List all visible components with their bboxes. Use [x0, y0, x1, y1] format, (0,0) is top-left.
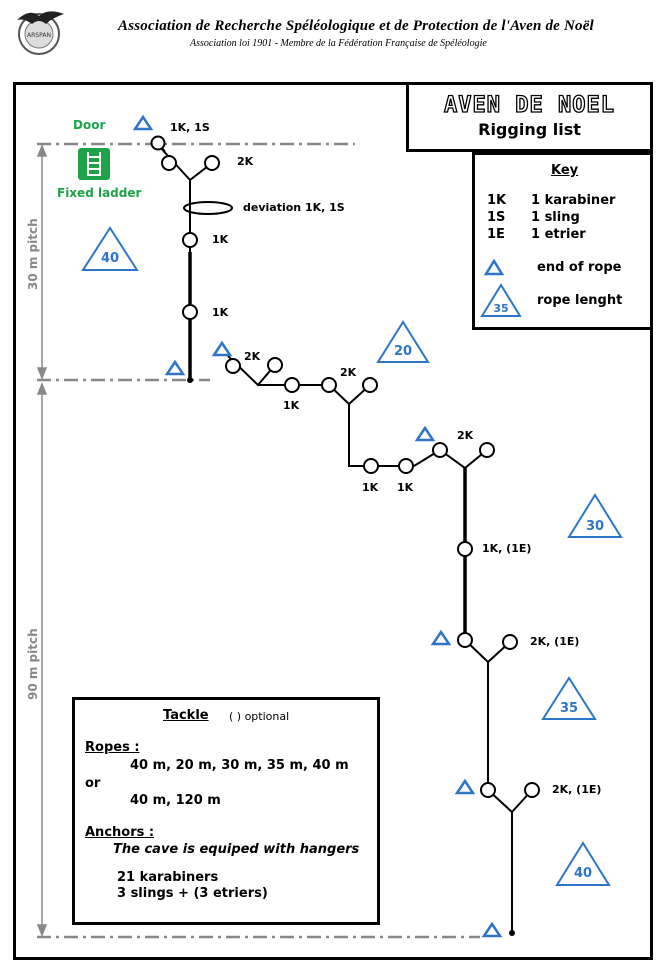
rope-length-value: 40	[574, 866, 592, 881]
svg-text:35: 35	[493, 302, 508, 315]
anchor-label: 2K	[457, 429, 474, 442]
anchor	[284, 377, 300, 393]
slings-count: 3 slings + (3 etriers)	[117, 886, 268, 901]
rope-end	[509, 930, 515, 936]
diagram-frame	[13, 82, 653, 960]
karabiners-count: 21 karabiners	[117, 870, 219, 885]
key-heading: Key	[551, 163, 579, 178]
anchor-label: 2K	[340, 366, 357, 379]
ropes-option-1: 40 m, 20 m, 30 m, 35 m, 40 m	[130, 758, 349, 773]
key-code: 1S	[487, 210, 506, 225]
anchors-heading: Anchors :	[85, 825, 155, 840]
anchor	[321, 377, 337, 393]
anchor	[363, 458, 379, 474]
anchor-label: 1K, 1S	[170, 121, 210, 134]
end-of-rope-key-icon	[483, 259, 505, 276]
anchor-label: 1K	[283, 399, 300, 412]
deviation-label: deviation 1K, 1S	[243, 201, 345, 214]
tackle-box: Tackle ( ) optional Ropes : 40 m, 20 m, …	[72, 697, 380, 925]
upper-pitch-label: 30 m pitch	[26, 218, 40, 290]
tackle-heading: Tackle	[163, 708, 209, 723]
fixed-ladder-label: Fixed ladder	[57, 186, 142, 200]
ropes-option-2: 40 m, 120 m	[130, 793, 221, 808]
rope-length-triangle	[567, 493, 623, 538]
anchor	[225, 358, 241, 374]
optional-note: ( ) optional	[229, 710, 290, 723]
anchor-label: 2K, (1E)	[552, 783, 602, 796]
end-of-rope-marker	[211, 340, 233, 357]
anchor-label: 1K	[397, 481, 414, 494]
key-box: Key 1K 1 karabiner 1S 1 sling 1E 1 etrie…	[472, 152, 653, 330]
end-of-rope-marker	[132, 114, 154, 131]
rope-length-value: 20	[394, 344, 412, 359]
anchor-label: 2K	[237, 155, 254, 168]
anchor	[182, 232, 198, 248]
end-of-rope-marker	[454, 778, 476, 795]
rigging-list-title: Rigging list	[478, 120, 581, 139]
key-meaning: 1 etrier	[531, 227, 586, 242]
ladder-icon	[78, 148, 110, 180]
rope-length-triangle	[555, 841, 611, 886]
cave-title: AVEN DE NOEL	[443, 92, 615, 118]
anchor	[457, 541, 473, 557]
lower-pitch-label: 90 m pitch	[26, 628, 40, 700]
end-of-rope-marker	[430, 629, 452, 646]
anchor	[398, 458, 414, 474]
logo: ARSPAN	[12, 6, 70, 58]
association-subtitle: Association loi 1901 - Membre de la Fédé…	[190, 38, 487, 49]
ropes-or: or	[85, 776, 101, 791]
rope-length-value: 40	[101, 251, 119, 266]
anchor-label: 1K	[212, 306, 229, 319]
anchor	[524, 782, 540, 798]
deviation-ring	[183, 201, 233, 215]
door-label: Door	[73, 118, 106, 132]
anchor	[362, 377, 378, 393]
anchor-label: 1K, (1E)	[482, 542, 532, 555]
rope-length-triangle	[81, 226, 139, 271]
anchor-label: 2K, (1E)	[530, 635, 580, 648]
anchor-label: 2K	[244, 350, 261, 363]
anchor	[267, 357, 283, 373]
rope-length-value: 30	[586, 519, 604, 534]
rope-length-triangle	[376, 320, 430, 363]
ropes-heading: Ropes :	[85, 740, 140, 755]
end-of-rope-marker	[164, 359, 186, 376]
rope-length-value: 35	[560, 701, 578, 716]
rope-length-triangle	[541, 676, 597, 720]
key-code: 1K	[487, 193, 507, 208]
end-of-rope-marker	[414, 425, 436, 442]
anchor	[204, 155, 220, 171]
anchor-label: 1K	[212, 233, 229, 246]
anchor	[502, 634, 518, 650]
anchor	[432, 442, 448, 458]
rope-length-key-label: rope lenght	[537, 293, 623, 308]
anchors-note: The cave is equiped with hangers	[113, 842, 360, 857]
rope-length-key-icon: 35	[480, 283, 522, 317]
rope-end	[187, 377, 193, 383]
key-meaning: 1 karabiner	[531, 193, 616, 208]
key-code: 1E	[487, 227, 505, 242]
anchor	[479, 442, 495, 458]
anchor	[480, 782, 496, 798]
anchor	[182, 304, 198, 320]
anchor	[457, 632, 473, 648]
title-box: AVEN DE NOEL Rigging list	[406, 82, 653, 152]
anchor	[150, 135, 166, 151]
anchor-label: 1K	[362, 481, 379, 494]
end-of-rope-key-label: end of rope	[537, 260, 622, 275]
key-meaning: 1 sling	[531, 210, 580, 225]
end-of-rope-marker	[481, 921, 503, 938]
svg-text:ARSPAN: ARSPAN	[27, 32, 51, 39]
anchor	[161, 155, 177, 171]
association-title: Association de Recherche Spéléologique e…	[118, 18, 594, 34]
